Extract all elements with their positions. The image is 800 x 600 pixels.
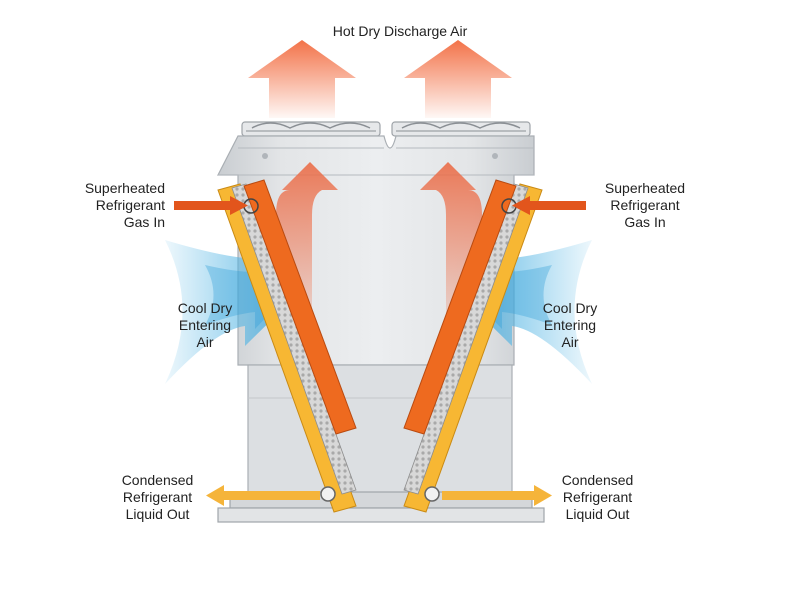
cool-air-label-left: Cool Dry Entering Air (177, 300, 233, 350)
gas-in-label-right: Superheated Refrigerant Gas In (604, 180, 686, 230)
fan-icon (241, 121, 381, 137)
coil-left (217, 179, 357, 513)
fan-icon (391, 121, 531, 137)
liquid-out-label-left: Condensed Refrigerant Liquid Out (121, 472, 194, 522)
liquid-out-label-right: Condensed Refrigerant Liquid Out (561, 472, 634, 522)
gas-in-arrow-icon (174, 196, 248, 215)
diagram-title: Hot Dry Discharge Air (332, 23, 468, 39)
gas-in-arrow-icon (512, 196, 586, 215)
gas-in-label-left: Superheated Refrigerant Gas In (84, 180, 165, 230)
cool-air-label-right: Cool Dry Entering Air (542, 300, 598, 350)
hot-air-arrow-icon (248, 40, 356, 118)
coil-right (403, 179, 543, 513)
liquid-out-arrow-icon (442, 485, 552, 506)
liquid-out-arrow-icon (206, 485, 320, 506)
hot-air-arrow-icon (404, 40, 512, 118)
